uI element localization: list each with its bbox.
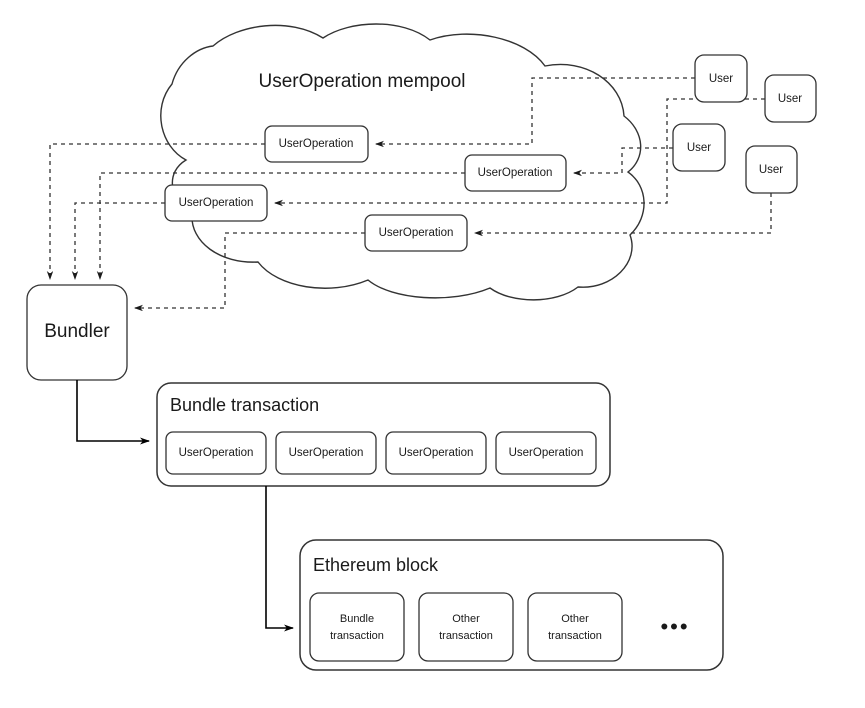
bundler-node[interactable]: Bundler [26, 284, 128, 381]
svg-text:UserOperation: UserOperation [179, 197, 254, 209]
block-overflow-ellipsis: ••• [660, 614, 689, 639]
svg-text:Other: Other [452, 613, 480, 625]
flow-user4-to-op4 [474, 193, 772, 237]
ethereum-block-title: Ethereum block [313, 555, 439, 575]
mempool-operation-4[interactable]: UserOperation [364, 214, 468, 252]
svg-text:User: User [759, 164, 783, 176]
svg-text:User: User [778, 93, 802, 105]
flow-user3-to-op2 [573, 147, 673, 177]
svg-text:UserOperation: UserOperation [179, 447, 254, 459]
svg-text:Other: Other [561, 613, 589, 625]
flow-op1-to-bundler [46, 143, 265, 280]
svg-text:UserOperation: UserOperation [399, 447, 474, 459]
user-node-3[interactable]: User [672, 123, 726, 172]
svg-text:Bundle: Bundle [340, 613, 374, 625]
flow-op3-to-bundler [71, 202, 165, 280]
svg-text:Bundler: Bundler [44, 321, 110, 342]
ethereum-block-container: Ethereum block Bundle transaction Other … [299, 539, 724, 671]
bundle-operation-3[interactable]: UserOperation [385, 431, 487, 475]
mempool-title: UserOperation mempool [259, 71, 466, 92]
mempool-operation-2[interactable]: UserOperation [464, 154, 567, 192]
mempool-operation-1[interactable]: UserOperation [264, 125, 369, 163]
flow-bundler-to-bundle [76, 380, 150, 445]
flow-op4-to-bundler [134, 232, 365, 312]
mempool-operation-3[interactable]: UserOperation [164, 184, 268, 222]
bundle-operation-4[interactable]: UserOperation [495, 431, 597, 475]
bundle-transaction-container: Bundle transaction UserOperation UserOpe… [156, 382, 611, 487]
bundle-operation-1[interactable]: UserOperation [165, 431, 267, 475]
flow-op2-to-bundler [96, 172, 465, 280]
svg-text:UserOperation: UserOperation [379, 227, 454, 239]
flow-user1-to-op1 [375, 77, 695, 148]
flow-bundle-to-block [265, 486, 294, 632]
block-transaction-2[interactable]: Other transaction [418, 592, 514, 662]
svg-text:UserOperation: UserOperation [509, 447, 584, 459]
svg-text:User: User [709, 73, 733, 85]
svg-text:transaction: transaction [548, 630, 602, 642]
bundle-operation-2[interactable]: UserOperation [275, 431, 377, 475]
svg-text:UserOperation: UserOperation [289, 447, 364, 459]
block-transaction-3[interactable]: Other transaction [527, 592, 623, 662]
user-node-2[interactable]: User [764, 74, 817, 123]
mempool-cloud: UserOperation mempool [160, 23, 645, 301]
user-node-4[interactable]: User [745, 145, 798, 194]
bundle-transaction-title: Bundle transaction [170, 395, 319, 415]
svg-text:UserOperation: UserOperation [478, 167, 553, 179]
user-node-1[interactable]: User [694, 54, 748, 103]
svg-text:UserOperation: UserOperation [279, 138, 354, 150]
block-transaction-1[interactable]: Bundle transaction [309, 592, 405, 662]
svg-text:transaction: transaction [439, 630, 493, 642]
svg-text:transaction: transaction [330, 630, 384, 642]
svg-text:User: User [687, 142, 711, 154]
